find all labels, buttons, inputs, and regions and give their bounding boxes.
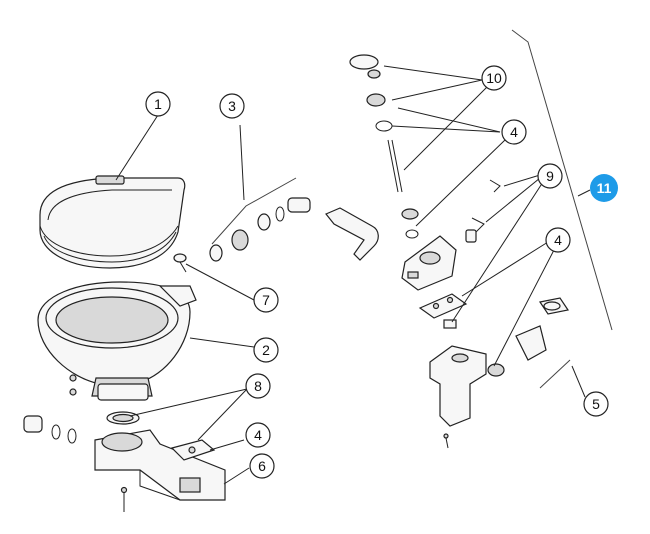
svg-text:3: 3 bbox=[228, 98, 236, 114]
svg-text:2: 2 bbox=[262, 342, 270, 358]
svg-text:10: 10 bbox=[486, 70, 502, 86]
brackets bbox=[211, 29, 613, 389]
svg-text:4: 4 bbox=[554, 232, 562, 248]
pump-handle-assembly bbox=[349, 54, 419, 239]
svg-text:4: 4 bbox=[510, 124, 518, 140]
svg-text:8: 8 bbox=[254, 378, 262, 394]
callout-9: 9 bbox=[537, 163, 563, 189]
svg-text:1: 1 bbox=[154, 96, 162, 112]
svg-text:6: 6 bbox=[258, 458, 266, 474]
callout-8: 8 bbox=[245, 373, 271, 399]
svg-text:9: 9 bbox=[546, 168, 554, 184]
callout-4-middle: 4 bbox=[545, 227, 571, 253]
callout-6: 6 bbox=[249, 453, 275, 479]
callout-7: 7 bbox=[253, 287, 279, 313]
toilet-seat-lid bbox=[39, 175, 186, 269]
callout-1: 1 bbox=[145, 91, 171, 117]
callout-5: 5 bbox=[583, 391, 609, 417]
inlet-pipe-fittings bbox=[209, 197, 379, 262]
valve-flap bbox=[106, 411, 140, 425]
svg-text:11: 11 bbox=[597, 180, 612, 196]
pump-body bbox=[429, 345, 487, 449]
svg-text:4: 4 bbox=[254, 427, 262, 443]
pump-base bbox=[94, 429, 226, 512]
toilet-bowl bbox=[37, 281, 197, 401]
pump-gasket bbox=[418, 293, 468, 319]
gasket-lower bbox=[170, 439, 216, 461]
callout-11-badge: 11 bbox=[590, 174, 618, 202]
svg-text:5: 5 bbox=[592, 396, 600, 412]
callout-3: 3 bbox=[219, 93, 245, 119]
callout-4-top: 4 bbox=[501, 119, 527, 145]
leader-lines bbox=[115, 65, 591, 485]
check-valve-clips bbox=[443, 179, 501, 329]
pump-cylinder bbox=[401, 229, 477, 291]
callout-4-lower: 4 bbox=[245, 422, 271, 448]
callout-2: 2 bbox=[253, 337, 279, 363]
screw-small bbox=[173, 253, 187, 273]
outlet-elbow bbox=[487, 297, 569, 377]
callout-10: 10 bbox=[481, 65, 507, 91]
svg-text:7: 7 bbox=[262, 292, 270, 308]
inlet-cap-orings bbox=[23, 415, 77, 444]
